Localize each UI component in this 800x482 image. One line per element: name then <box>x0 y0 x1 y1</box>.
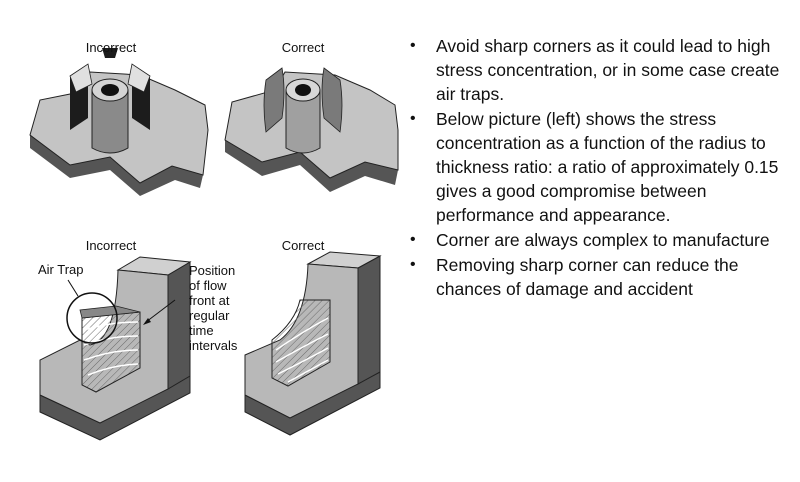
label-bottom-correct: Correct <box>281 238 325 253</box>
bullet-list: • Avoid sharp corners as it could lead to… <box>408 34 800 302</box>
bullet-glyph: • <box>410 256 416 273</box>
flow-front-line-2: of flow <box>189 278 227 293</box>
bullet-text: Avoid sharp corners as it could lead to … <box>436 36 780 104</box>
boss-incorrect-illustration <box>29 48 209 196</box>
corner-design-figure: Incorrect Correct Incorrect Correct Air … <box>0 0 400 477</box>
flow-front-line-5: time <box>189 323 214 338</box>
flow-front-line-3: front at <box>189 293 230 308</box>
flow-front-line-6: intervals <box>189 338 238 353</box>
bullet-item: • Below picture (left) shows the stress c… <box>408 107 800 227</box>
bullet-text: Below picture (left) shows the stress co… <box>436 109 779 225</box>
boss-correct-illustration <box>224 67 399 192</box>
flow-front-line-1: Position <box>189 263 236 278</box>
bullet-item: • Removing sharp corner can reduce the ch… <box>408 253 800 301</box>
bullet-item: • Avoid sharp corners as it could lead to… <box>408 34 800 106</box>
bullet-glyph: • <box>410 110 416 127</box>
label-top-incorrect: Incorrect <box>85 40 137 55</box>
flow-front-line-4: regular <box>189 308 230 323</box>
corner-correct-illustration <box>244 251 382 436</box>
corner-incorrect-illustration <box>39 256 192 441</box>
label-top-correct: Correct <box>281 40 325 55</box>
label-flow-front: Position of flow front at regular time i… <box>189 263 237 353</box>
bullet-glyph: • <box>410 37 416 54</box>
bullet-glyph: • <box>410 231 416 248</box>
bullet-text: Corner are always complex to manufacture <box>436 230 770 250</box>
air-trap-circle <box>66 292 118 344</box>
bullet-text: Removing sharp corner can reduce the cha… <box>436 255 739 299</box>
label-air-trap: Air Trap <box>38 262 84 277</box>
bullet-item: • Corner are always complex to manufactur… <box>408 228 800 252</box>
label-bottom-incorrect: Incorrect <box>85 238 137 253</box>
figure-illustrations <box>29 48 399 441</box>
